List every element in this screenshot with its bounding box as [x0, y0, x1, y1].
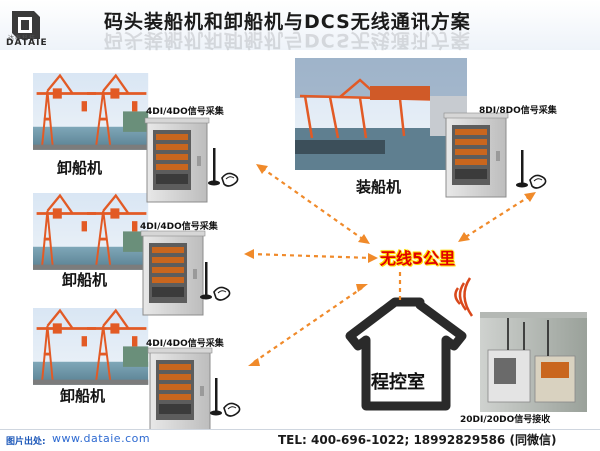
footer-website-link[interactable]: www.dataie.com	[52, 432, 151, 445]
control-room-cabinet-label: 20DI/20DO信号接收	[460, 415, 551, 425]
unloader-2-photo	[31, 191, 150, 272]
wireless-range-label: 无线5公里	[380, 249, 456, 268]
arrow-heads	[244, 164, 536, 366]
control-room-label: 程控室	[371, 372, 425, 393]
page-title: 码头装船机和卸船机与DCS无线通讯方案	[104, 11, 471, 33]
unloader-2-antenna-icon	[199, 261, 231, 301]
unloader-3-photo	[31, 306, 150, 387]
unloader-3-antenna-icon	[209, 377, 241, 417]
wireless-link-arrows	[249, 167, 531, 363]
unloader-3-label: 卸船机	[60, 387, 106, 405]
loader-cabinet-icon	[443, 112, 509, 198]
footer-bar	[0, 429, 600, 451]
loader-antenna-icon	[515, 149, 547, 189]
footer-phone-text: TEL: 400-696-1022; 18992829586 (同微信)	[278, 433, 557, 447]
unloader-1-photo	[31, 71, 150, 152]
header-bar	[0, 0, 600, 50]
loader-cabinet-label: 8DI/8DO信号采集	[479, 106, 557, 116]
footer-source-label: 图片出处:	[6, 437, 46, 447]
control-room-photo	[480, 312, 587, 412]
unloader-3-cabinet-icon	[147, 347, 213, 433]
unloader-3-cabinet-label: 4DI/4DO信号采集	[146, 339, 224, 349]
loader-photo	[295, 58, 467, 170]
link-unloader-3	[253, 287, 363, 363]
link-unloader-2	[249, 252, 373, 260]
unloader-1-cabinet-icon	[144, 117, 210, 203]
unloader-1-cabinet-label: 4DI/4DO信号采集	[146, 107, 224, 117]
link-loader	[463, 195, 531, 239]
link-unloader-1	[261, 167, 365, 241]
unloader-2-label: 卸船机	[62, 271, 108, 289]
unloader-1-label: 卸船机	[57, 159, 103, 177]
logo-chinese-text: 达泰科技	[8, 35, 37, 42]
loader-label: 装船机	[356, 178, 402, 196]
unloader-2-cabinet-icon	[140, 230, 206, 316]
logo-english-text: DATAIE	[6, 38, 48, 48]
unloader-1-antenna-icon	[207, 147, 239, 187]
unloader-2-cabinet-label: 4DI/4DO信号采集	[140, 222, 218, 232]
wireless-signal-icon	[454, 277, 474, 317]
company-logo-icon	[12, 11, 40, 39]
control-room-house-icon	[345, 297, 467, 411]
